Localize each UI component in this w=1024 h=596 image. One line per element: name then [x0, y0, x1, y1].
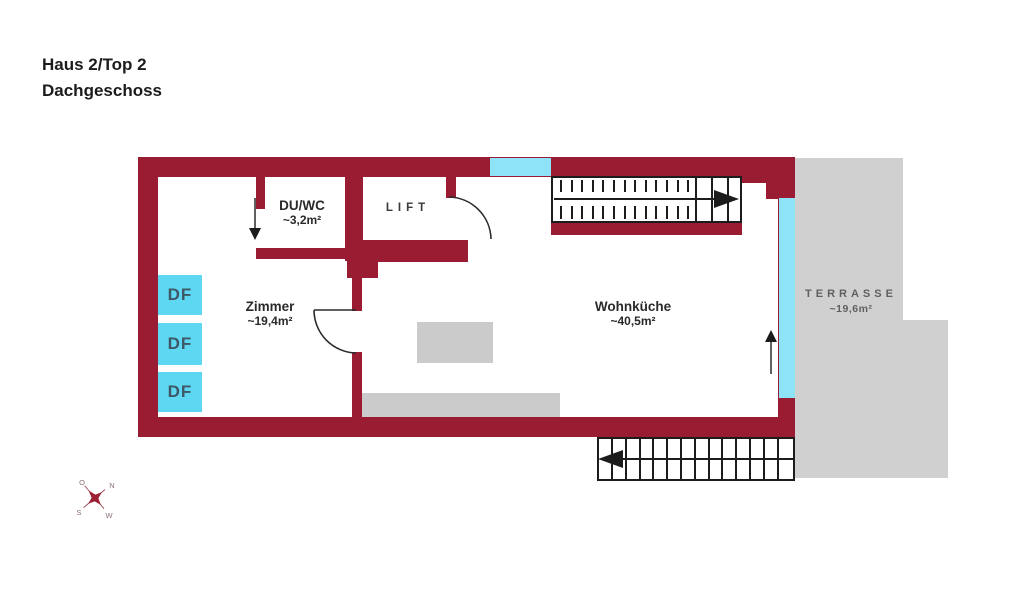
room-label-duwc: DU/WC ~3,2m² [279, 198, 325, 228]
plan-title: Haus 2/Top 2 Dachgeschoss [42, 52, 162, 104]
wall-bottom [138, 417, 795, 437]
room-area: ~40,5m² [610, 314, 656, 328]
compass-north-label: N [109, 481, 114, 490]
room-label-zimmer: Zimmer ~19,4m² [246, 299, 295, 329]
roof-window-df-3: DF [158, 372, 202, 412]
compass-rose: O N W S [76, 478, 114, 520]
room-label-wohnkueche: Wohnküche ~40,5m² [595, 299, 671, 329]
wall-top [138, 157, 795, 177]
lift-door-arc [448, 196, 492, 240]
wall-duwc-bottom [256, 248, 346, 259]
plan-title-line2: Dachgeschoss [42, 81, 162, 100]
zimmer-door-arc [313, 309, 357, 354]
wall-right-bottom-corner [778, 398, 795, 438]
kitchen-island [417, 322, 493, 363]
window-right [779, 198, 795, 398]
window-top [490, 158, 551, 176]
kitchen-counter [362, 393, 560, 417]
compass-south-label: S [76, 508, 81, 517]
plan-title-line1: Haus 2/Top 2 [42, 55, 147, 74]
room-area: ~19,6m² [829, 303, 873, 315]
room-area: ~19,4m² [247, 314, 293, 328]
slope-arrow-up [765, 330, 777, 374]
compass-star [88, 490, 102, 505]
wall-under-staircase [551, 223, 742, 235]
room-name: LIFT [385, 202, 431, 214]
room-label-lift: LIFT [386, 202, 430, 214]
room-name: DU/WC [279, 198, 325, 213]
terrace-area-upper [795, 158, 903, 320]
df-label: DF [167, 382, 193, 401]
room-area: ~3,2m² [282, 213, 322, 227]
wall-duwc-left-stub [256, 157, 265, 209]
wall-lift-right-stub [446, 157, 456, 198]
terrace-area-lower [795, 320, 948, 478]
room-label-terrasse: TERRASSE ~19,6m² [805, 287, 897, 317]
df-label: DF [167, 285, 193, 304]
df-label: DF [167, 334, 193, 353]
roof-window-df-2: DF [158, 323, 202, 365]
room-name: Wohnküche [594, 299, 672, 314]
wall-zimmer-divider-lower [352, 352, 362, 418]
wall-duwc-lift-divider [345, 157, 363, 261]
room-name: TERRASSE [805, 288, 897, 300]
wall-top-right-step [766, 157, 795, 199]
wall-lift-bottom [352, 240, 468, 262]
compass-east-label: O [79, 478, 85, 487]
compass-west-label: W [105, 511, 113, 520]
staircase-top [551, 176, 742, 223]
room-name: Zimmer [245, 299, 295, 314]
wall-zimmer-divider-upper [352, 262, 362, 311]
staircase-bottom [597, 437, 795, 481]
wall-left [138, 157, 158, 437]
roof-window-df-1: DF [158, 275, 202, 315]
